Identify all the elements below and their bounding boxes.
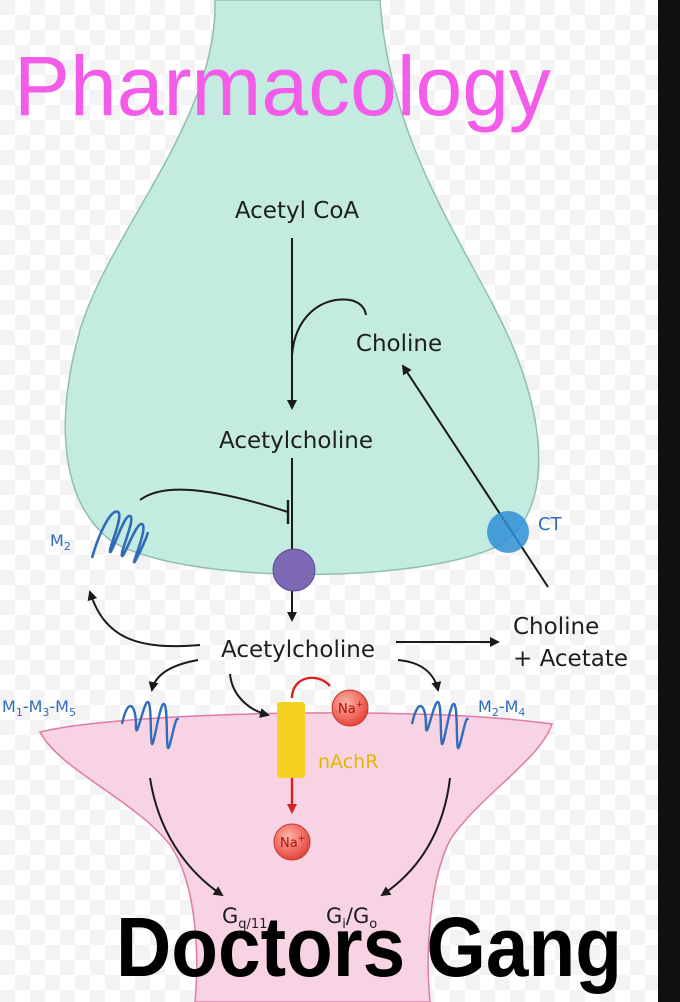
m1m3m5-part-2: -M [23,697,43,716]
choline-transporter [487,511,529,553]
m1m3m5-label: M1-M3-M5 [2,697,76,719]
vesicle [273,549,315,591]
na-bottom-sup: + [298,834,306,844]
m1m3m5-part-3: 3 [42,706,49,719]
nachr-label: nAchR [318,751,378,773]
m1m3m5-part-4: -M [49,697,69,716]
m2m4-part-3: 4 [518,706,525,719]
nachr-channel [277,702,305,778]
na-top-sup: + [356,700,364,710]
m2m4-part-2: -M [499,697,519,716]
choline-label: Choline [356,331,442,357]
m2-autoreceptor-base: M [50,531,64,550]
m1m3m5-part-5: 5 [69,706,76,719]
m2m4-part-1: 2 [492,706,499,719]
acetylcholine-cleft-label: Acetylcholine [221,637,375,663]
acetate-product-label: + Acetate [513,646,628,672]
na-bottom-base: Na [280,836,298,851]
acetylcholine-presynaptic-label: Acetylcholine [219,428,373,454]
pharmacology-title: Pharmacology [14,39,551,133]
m2m4-part-0: M [478,697,492,716]
m1m3m5-part-0: M [2,697,16,716]
m2-autoreceptor-sub: 2 [64,540,71,553]
m2m4-label: M2-M4 [478,697,525,719]
doctors-gang-brand: Doctors Gang [116,900,622,994]
m1m3m5-part-1: 1 [16,706,23,719]
na-top-base: Na [338,702,356,717]
right-edge-bar [658,0,680,1002]
choline-product-label: Choline [513,614,599,640]
ct-label: CT [538,514,563,535]
acetyl-coa-label: Acetyl CoA [235,198,360,224]
